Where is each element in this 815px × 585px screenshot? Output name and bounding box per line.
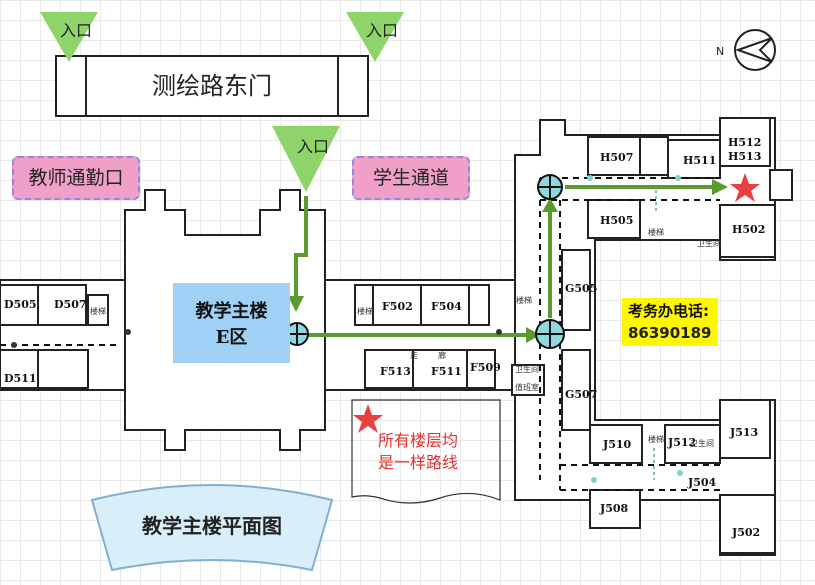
minor-paths	[653, 190, 657, 480]
hj-wing	[511, 117, 793, 556]
label-office: 值班室	[515, 382, 539, 392]
room-h507: H507	[600, 151, 633, 164]
entrance-label-2: 入口	[366, 21, 398, 40]
room-j508: J508	[599, 502, 629, 515]
room-f509: F509	[470, 361, 501, 374]
entrance-label-1: 入口	[60, 21, 92, 40]
svg-text:N: N	[716, 45, 724, 58]
room-j512: J512	[667, 436, 696, 449]
note-line1: 所有楼层均	[378, 431, 459, 450]
room-d511: D511	[4, 372, 37, 385]
label-stairs-d: 楼梯	[90, 306, 106, 316]
note-line2: 是一样路线	[378, 453, 459, 472]
gate-left-post	[57, 57, 87, 115]
person-icons	[587, 175, 683, 483]
room-f511: F511	[431, 365, 462, 378]
route-arrowheads	[288, 179, 728, 343]
destination-star-icon	[730, 173, 760, 202]
e-zone-line1: 教学主楼	[195, 301, 268, 322]
room-j510: J510	[602, 438, 632, 451]
staff-icons	[11, 329, 502, 348]
room-f502: F502	[382, 300, 413, 313]
room-h511: H511	[683, 154, 716, 167]
teacher-entrance-tag: 教师通勤口	[12, 156, 140, 200]
room-j502: J502	[731, 526, 760, 539]
label-wc-h: 卫生间	[697, 238, 721, 248]
exam-office-phone: 考务办电话: 86390189	[622, 298, 718, 346]
title-shape	[90, 484, 334, 572]
label-toilet: 卫生间	[515, 364, 539, 374]
map-title-text: 教学主楼平面图	[142, 514, 282, 538]
route-path	[294, 185, 715, 337]
map-title: 教学主楼平面图	[92, 492, 332, 554]
gate-label: 测绘路东门	[152, 72, 272, 100]
room-h505: H505	[600, 214, 633, 227]
room-g507: G507	[565, 388, 597, 401]
note-card	[351, 399, 501, 504]
label-corridor-2: 廊	[438, 350, 446, 360]
entrance-marker-1: 入口	[40, 12, 98, 62]
room-j504: J504	[687, 476, 717, 489]
room-h513: H513	[728, 150, 761, 163]
room-d507: D507	[54, 298, 87, 311]
entrance-marker-3: 入口	[272, 126, 340, 192]
entrance-label-3: 入口	[297, 137, 329, 156]
room-f513: F513	[380, 365, 411, 378]
gate-right-post	[337, 57, 367, 115]
label-stairs-j: 楼梯	[648, 434, 664, 444]
phone-label: 考务办电话:	[628, 302, 709, 320]
room-f504: F504	[431, 300, 462, 313]
note-star-icon	[353, 404, 383, 433]
compass-icon: N	[716, 29, 776, 71]
label-stairs-h: 楼梯	[648, 227, 664, 237]
east-gate: 测绘路东门	[55, 55, 369, 117]
label-stairs-mid: 楼梯	[516, 295, 532, 305]
f-wing	[324, 279, 516, 391]
junction-nodes	[285, 174, 565, 349]
room-j513: J513	[729, 426, 758, 439]
room-d505: D505	[4, 298, 37, 311]
e-zone-box: 教学主楼 E区	[173, 283, 290, 363]
e-zone-line2: E区	[215, 327, 248, 348]
label-stairs-f: 楼梯	[357, 306, 373, 316]
room-h512: H512	[728, 136, 761, 149]
room-g505: G505	[565, 282, 597, 295]
label-wc-j: 卫生间	[690, 438, 714, 448]
entrance-marker-2: 入口	[346, 12, 404, 62]
route-note: 所有楼层均 是一样路线	[378, 430, 458, 474]
room-h502: H502	[732, 223, 765, 236]
phone-number: 86390189	[628, 324, 712, 342]
d-wing	[0, 279, 126, 391]
student-passage-tag: 学生通道	[352, 156, 470, 200]
label-corridor: 走	[410, 351, 418, 360]
